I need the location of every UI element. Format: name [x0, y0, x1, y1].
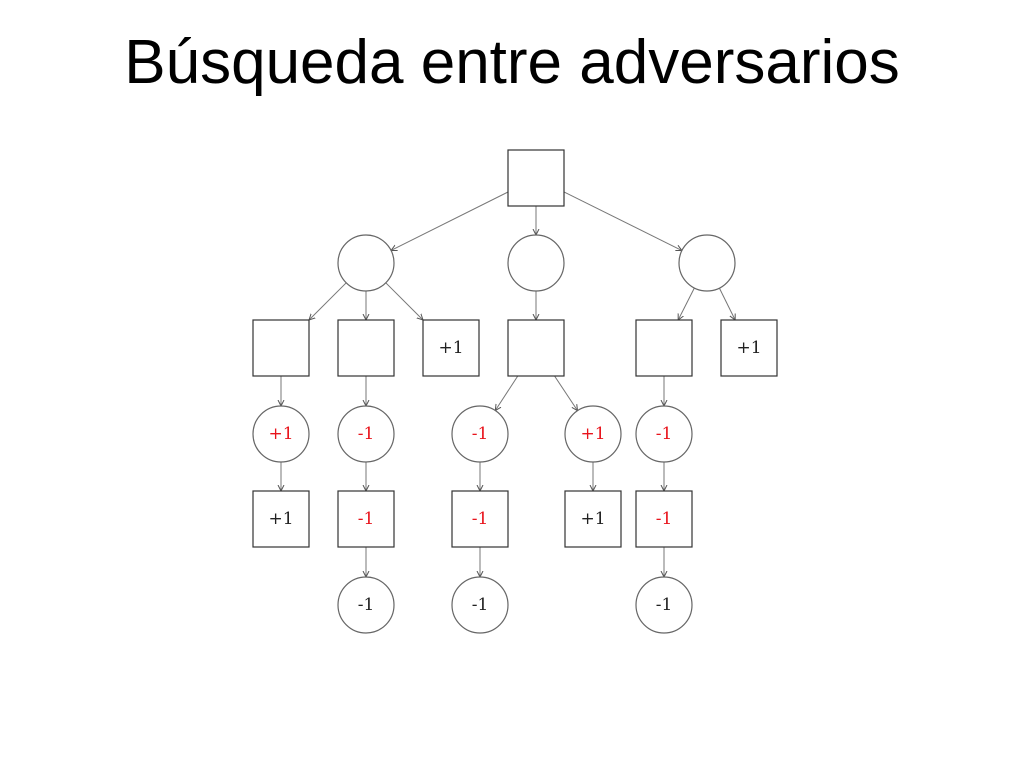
node-square-shape — [337, 490, 395, 548]
node-square-shape — [507, 149, 565, 207]
tree-edge-arrow — [563, 191, 682, 251]
node-value-label: -1 — [358, 424, 375, 444]
tree-edge-arrow — [495, 375, 519, 411]
node-square-shape — [635, 319, 693, 377]
node-circle-shape — [337, 576, 395, 634]
node-square-shape — [635, 490, 693, 548]
tree-edge-arrow — [391, 191, 509, 250]
node-value-label: +1 — [268, 424, 293, 444]
node-value-label: -1 — [656, 595, 673, 615]
min-node-circle-level3-2: -1 — [451, 405, 509, 463]
node-value-label: -1 — [656, 509, 673, 529]
node-square-shape — [337, 319, 395, 377]
node-value-label: -1 — [472, 424, 489, 444]
node-value-label: -1 — [472, 509, 489, 529]
node-value-label: +1 — [580, 509, 605, 529]
node-value-label: +1 — [580, 424, 605, 444]
tree-edges — [281, 191, 735, 577]
tree-nodes: +1 +1 +1 -1 -1 +1 -1 +1 -1 -1 +1 -1 -1 -1 -1 — [252, 149, 778, 634]
max-node-square-level2-2: +1 — [422, 319, 480, 377]
node-square-shape — [507, 319, 565, 377]
node-value-label: +1 — [736, 338, 761, 358]
node-circle-shape — [451, 576, 509, 634]
node-value-label: -1 — [358, 509, 375, 529]
max-node-square-level4-0: +1 — [252, 490, 310, 548]
max-node-square-level4-3: +1 — [564, 490, 622, 548]
min-node-circle-level5-2: -1 — [635, 576, 693, 634]
max-node-square-level2-1 — [337, 319, 395, 377]
min-node-circle-level3-0: +1 — [252, 405, 310, 463]
min-node-circle-level5-0: -1 — [337, 576, 395, 634]
max-node-square-level2-4 — [635, 319, 693, 377]
node-circle-shape — [337, 405, 395, 463]
node-circle-shape — [635, 576, 693, 634]
max-node-square-level2-5: +1 — [720, 319, 778, 377]
tree-edge-arrow — [309, 282, 347, 320]
min-node-circle-level1-1 — [507, 234, 565, 292]
max-node-square-level4-2: -1 — [451, 490, 509, 548]
node-circle-shape — [507, 234, 565, 292]
node-circle-shape — [337, 234, 395, 292]
max-node-square-level2-3 — [507, 319, 565, 377]
node-circle-shape — [678, 234, 736, 292]
node-value-label: -1 — [472, 595, 489, 615]
node-square-shape — [720, 319, 778, 377]
node-value-label: -1 — [358, 595, 375, 615]
tree-edge-arrow — [678, 287, 695, 320]
max-node-square-level4-4: -1 — [635, 490, 693, 548]
node-square-shape — [252, 490, 310, 548]
node-circle-shape — [252, 405, 310, 463]
slide-title: Búsqueda entre adversarios — [124, 28, 900, 97]
node-value-label: -1 — [656, 424, 673, 444]
min-node-circle-level3-3: +1 — [564, 405, 622, 463]
min-node-circle-level1-2 — [678, 234, 736, 292]
node-square-shape — [564, 490, 622, 548]
node-circle-shape — [451, 405, 509, 463]
node-square-shape — [422, 319, 480, 377]
min-node-circle-level5-1: -1 — [451, 576, 509, 634]
node-square-shape — [252, 319, 310, 377]
max-node-square-level2-0 — [252, 319, 310, 377]
max-node-square-root-0 — [507, 149, 565, 207]
node-square-shape — [451, 490, 509, 548]
node-value-label: +1 — [438, 338, 463, 358]
tree-edge-arrow — [718, 287, 735, 320]
min-node-circle-level3-1: -1 — [337, 405, 395, 463]
node-circle-shape — [564, 405, 622, 463]
tree-edge-arrow — [385, 282, 423, 320]
max-node-square-level4-1: -1 — [337, 490, 395, 548]
min-node-circle-level1-0 — [337, 234, 395, 292]
tree-edge-arrow — [554, 375, 578, 411]
node-value-label: +1 — [268, 509, 293, 529]
node-circle-shape — [635, 405, 693, 463]
min-node-circle-level3-4: -1 — [635, 405, 693, 463]
